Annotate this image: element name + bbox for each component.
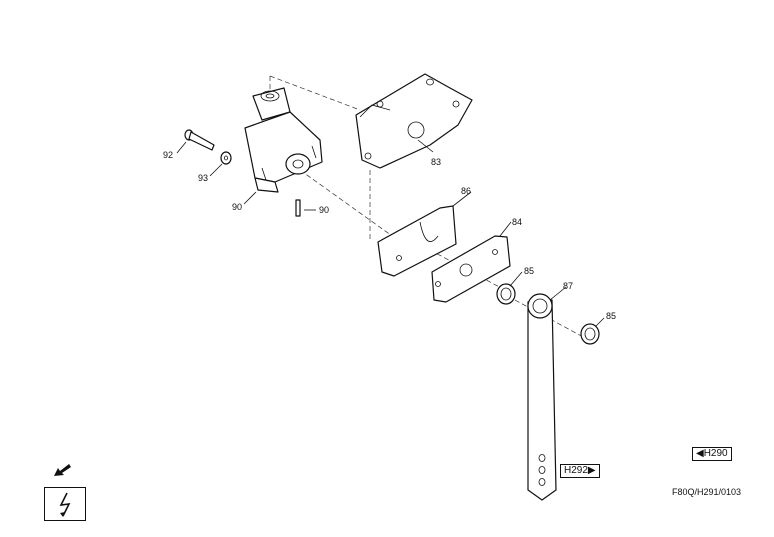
callout-85-second: 85 — [606, 311, 616, 321]
part-87-lever-arm — [527, 293, 557, 501]
callout-87: 87 — [563, 281, 573, 291]
callout-84: 84 — [512, 217, 522, 227]
document-code: F80Q/H291/0103 — [672, 487, 742, 497]
part-83-bracket — [355, 73, 473, 169]
lightning-bolt-icon — [59, 492, 71, 517]
reference-prev-page[interactable]: ◀H290 — [692, 447, 732, 461]
part-86-spacer-plate — [377, 205, 457, 277]
part-85-bushing-1 — [496, 283, 516, 305]
part-84-plate — [431, 235, 511, 303]
callout-90-pin: 90 — [319, 205, 329, 215]
callout-93: 93 — [198, 173, 208, 183]
callout-leaders — [176, 139, 605, 327]
part-90-sensor-housing — [244, 87, 323, 217]
callout-86: 86 — [461, 186, 471, 196]
callout-90-housing: 90 — [232, 202, 242, 212]
part-85-bushing-2 — [580, 323, 600, 345]
part-93-washer — [220, 151, 232, 165]
callout-83: 83 — [431, 157, 441, 167]
reference-next-page[interactable]: H292▶ — [560, 464, 600, 478]
callout-92: 92 — [163, 150, 173, 160]
arrow-down-left-icon — [52, 462, 72, 481]
callout-labels: 83 84 85 85 86 87 90 90 92 93 — [163, 150, 616, 321]
electrical-warning-box — [44, 487, 86, 521]
callout-85-first: 85 — [524, 266, 534, 276]
part-92-screw — [184, 129, 215, 151]
